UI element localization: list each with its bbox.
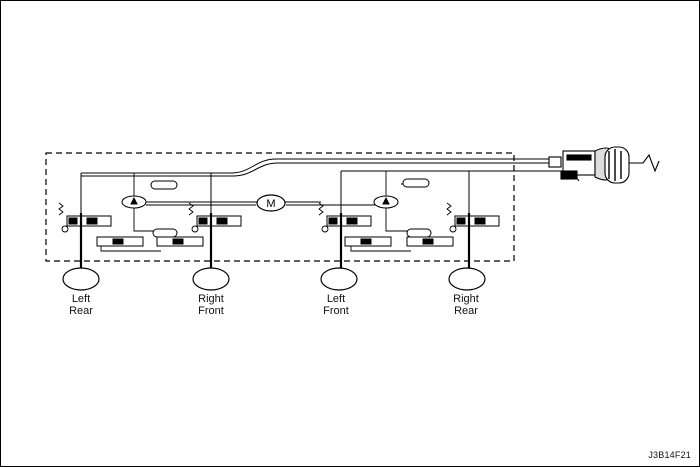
wheel-label-left-front: Left Front <box>301 293 371 317</box>
wheel-brakes <box>62 267 486 291</box>
pump-motor <box>256 194 286 212</box>
wheel-label-right-rear: Right Rear <box>431 293 501 317</box>
modulator-boundary <box>45 152 515 262</box>
wheel-label-line2: Rear <box>69 305 93 317</box>
pump-elements <box>121 195 399 209</box>
wheel-label-line1: Right <box>198 293 224 305</box>
wheel-label-left-rear: Left Rear <box>46 293 116 317</box>
valve-springs <box>58 202 457 233</box>
wheel-label-line2: Front <box>198 305 224 317</box>
wheel-brake-right-rear <box>448 267 486 291</box>
master-cylinder-booster <box>548 146 660 184</box>
wheel-brake-left-front <box>320 267 358 291</box>
figure-code: J3B14F21 <box>648 450 691 460</box>
wheel-label-line1: Left <box>326 293 346 305</box>
wheel-label-line1: Left <box>71 293 91 305</box>
motor-label: M <box>266 198 275 210</box>
wheel-label-line2: Front <box>323 305 349 317</box>
wheel-brake-lines <box>79 213 471 269</box>
wheel-brake-right-front <box>192 267 230 291</box>
wheel-brake-left-rear <box>62 267 100 291</box>
accumulators <box>150 178 432 238</box>
solenoid-valves-lower <box>96 236 454 247</box>
solenoid-valves-upper <box>66 215 500 227</box>
wheel-label-right-front: Right Front <box>176 293 246 317</box>
wheel-label-line2: Rear <box>454 305 478 317</box>
wheel-label-line1: Right <box>453 293 479 305</box>
